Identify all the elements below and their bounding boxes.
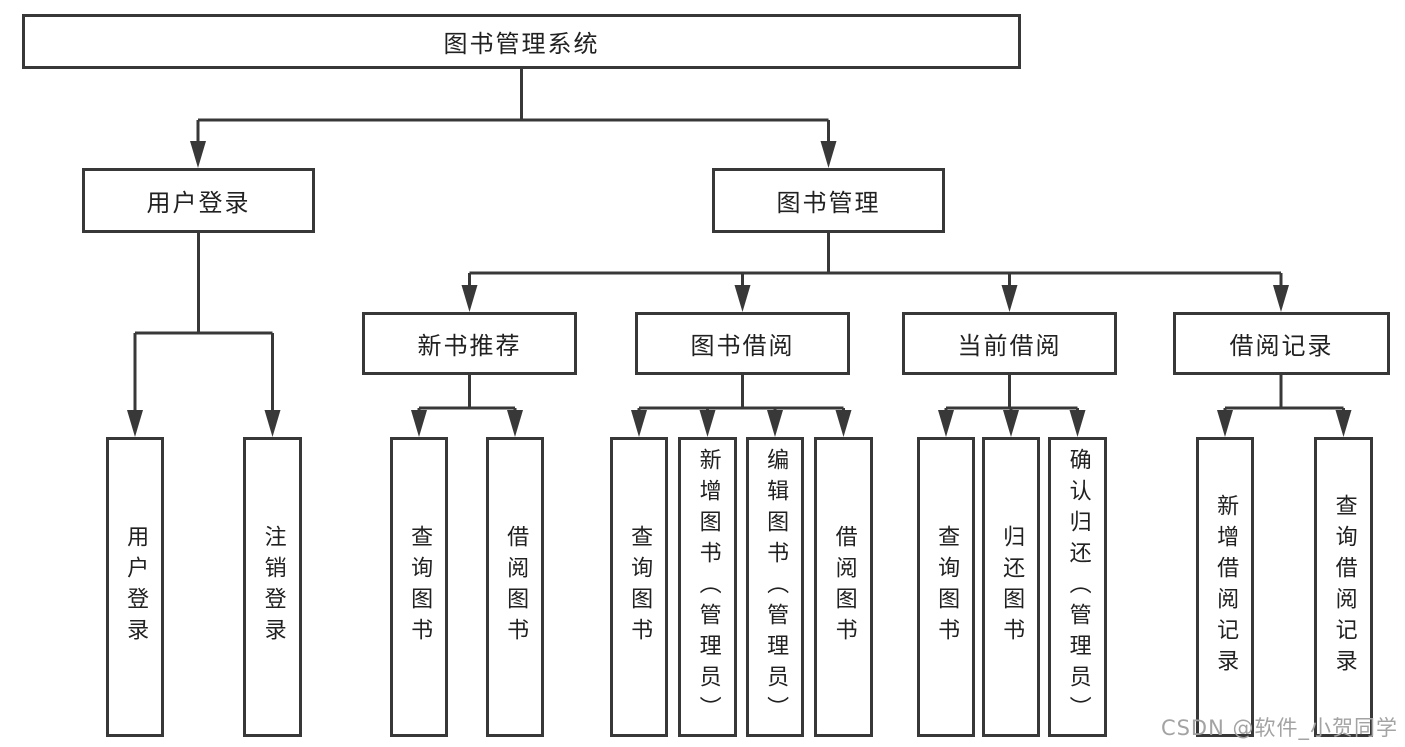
node-leaf-user-login: 用户登录 [106,437,164,737]
node-leaf-cb-query-books: 查询图书 [917,437,975,737]
node-leaf-bb-borrow-books: 借阅图书 [814,437,873,737]
node-system-root-label: 图书管理系统 [443,30,600,58]
node-leaf-bb-edit-books-admin: 编辑图书（管理员） [746,437,804,737]
connector-book-mgmt-children [468,233,1283,290]
arrowhead-icon [264,410,281,437]
node-new-book-recommend-label: 新书推荐 [417,332,522,360]
connector-user-login-children [133,233,274,414]
arrowhead-icon [190,141,206,168]
node-leaf-br-query-record: 查询借阅记录 [1314,437,1373,737]
arrowhead-icon [734,285,751,312]
connector-root-to-level2 [196,69,830,146]
node-leaf-bb-add-books-admin: 新增图书（管理员） [678,437,737,737]
arrowhead-icon [1001,285,1018,312]
arrowhead-icon [1273,285,1289,312]
node-current-borrow-label: 当前借阅 [957,332,1062,360]
node-new-book-recommend: 新书推荐 [362,312,577,375]
arrowhead-icon [1217,410,1233,437]
node-leaf-br-add-record: 新增借阅记录 [1196,437,1254,737]
node-leaf-cb-return-books: 归还图书 [982,437,1040,737]
node-leaf-logout: 注销登录 [243,437,302,737]
node-book-borrow-label: 图书借阅 [690,332,795,360]
connector-borrow-records-children [1223,375,1345,414]
connector-book-borrow-children [637,375,845,414]
node-user-login: 用户登录 [82,168,315,233]
node-user-login-label: 用户登录 [146,189,251,217]
node-borrow-records: 借阅记录 [1173,312,1390,375]
node-current-borrow: 当前借阅 [902,312,1117,375]
node-leaf-bb-query-books: 查询图书 [610,437,668,737]
node-leaf-nbr-borrow-books: 借阅图书 [486,437,544,737]
node-book-management: 图书管理 [712,168,945,233]
connector-current-borrow-children [944,375,1079,414]
node-leaf-cb-confirm-return-admin: 确认归还（管理员） [1048,437,1107,737]
arrowhead-icon [835,410,852,437]
node-borrow-records-label: 借阅记录 [1229,332,1334,360]
arrowhead-icon [699,410,716,437]
arrowhead-icon [461,285,478,312]
arrowhead-icon [507,410,523,437]
arrowhead-icon [411,410,427,437]
connector-new-book-children [417,375,517,414]
node-leaf-nbr-query-books: 查询图书 [390,437,448,737]
arrowhead-icon [938,410,954,437]
arrowhead-icon [631,410,647,437]
arrowhead-icon [767,410,783,437]
arrowhead-icon [1069,410,1086,437]
node-book-borrow: 图书借阅 [635,312,850,375]
arrowhead-icon [1335,410,1352,437]
node-system-root: 图书管理系统 [22,14,1021,69]
csdn-watermark: CSDN @软件_小贺同学 [1160,716,1398,740]
node-book-management-label: 图书管理 [776,189,881,217]
arrowhead-icon [820,141,837,168]
arrowhead-icon [1003,410,1019,437]
arrowhead-icon [127,410,143,437]
